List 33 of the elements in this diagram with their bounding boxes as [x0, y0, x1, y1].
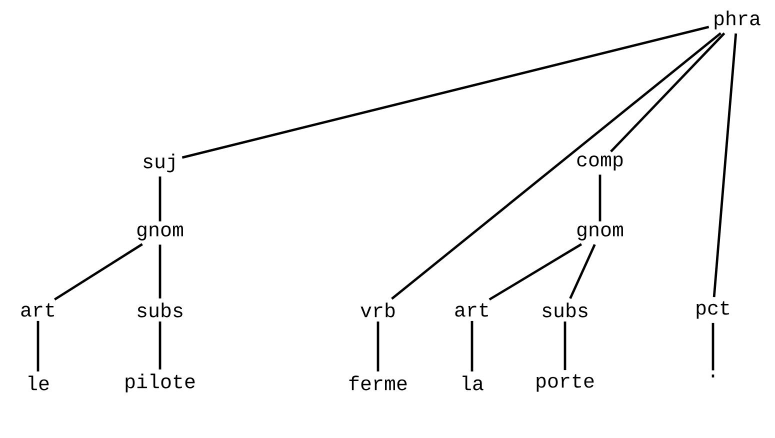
tree-branch [610, 32, 726, 152]
tree-label: subs [138, 302, 182, 318]
tree-branch [488, 243, 582, 301]
tree-branch [158, 244, 162, 298]
tree-label: ferme [349, 376, 407, 390]
tree-branch [158, 176, 162, 222]
tree-label: comp [577, 156, 623, 170]
tree-label: porte [536, 374, 594, 392]
tree-label: subs [542, 302, 588, 318]
tree-branch [564, 322, 566, 370]
tree-branch [470, 320, 474, 372]
tree-branch [569, 244, 596, 300]
tree-label: suj [144, 154, 174, 172]
tree-label: gnom [577, 226, 623, 240]
tree-branch [598, 174, 602, 222]
tree-label: art [455, 303, 488, 317]
tree-label: . [712, 374, 714, 378]
tree-label: gnom [137, 226, 183, 240]
tree-branch [712, 322, 714, 370]
tree-label: pilote [126, 374, 195, 392]
tree-label: pct [696, 301, 729, 319]
tree-branch [391, 32, 722, 300]
tree-label: le [28, 376, 49, 390]
tree-branch [54, 243, 143, 301]
tree-label: art [21, 303, 54, 317]
tree-label: la [462, 376, 484, 390]
tree-label: vrb [360, 302, 395, 318]
tree-branch [712, 33, 738, 298]
tree-branch [36, 320, 40, 372]
tree-branch [376, 322, 380, 372]
tree-label: phra [714, 10, 760, 30]
tree-branch [182, 26, 710, 159]
tree-branch [158, 322, 162, 370]
